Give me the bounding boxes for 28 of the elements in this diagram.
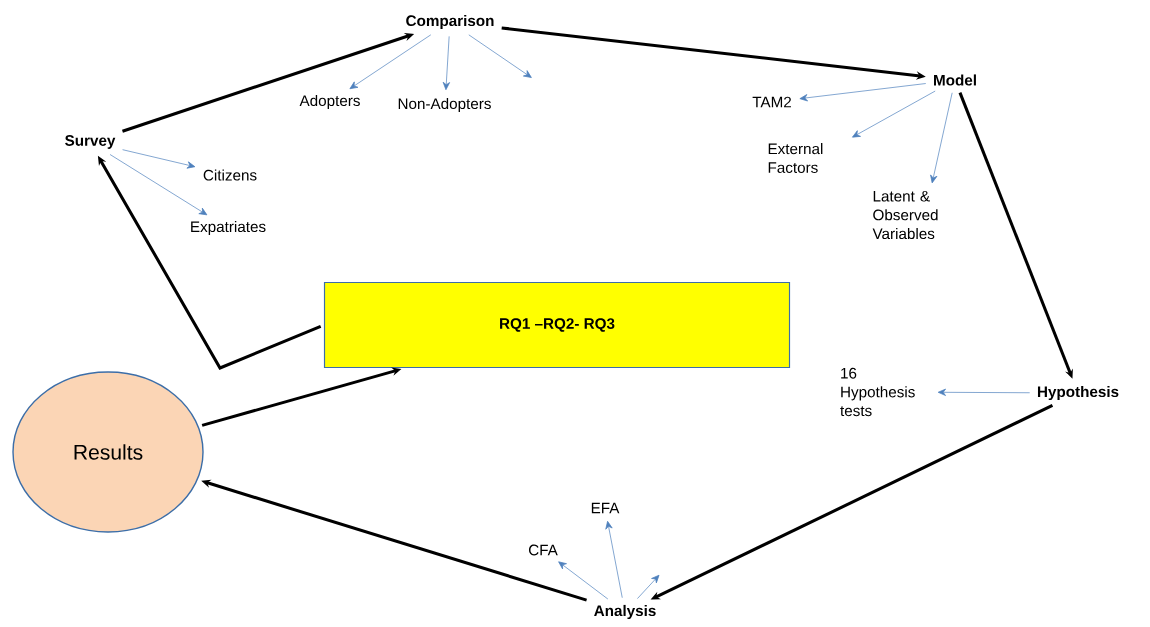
question-box: RQ1 –RQ2- RQ3	[323, 281, 791, 369]
item-label: Expatriates	[191, 220, 266, 236]
arrow	[637, 574, 660, 599]
step-label: Hypothesis	[1038, 385, 1119, 401]
item-label: Citizens	[203, 169, 257, 181]
arrow	[937, 388, 1031, 396]
item-label: CFA	[528, 544, 558, 556]
arrow	[558, 561, 609, 600]
item-label: Adopters	[299, 94, 360, 110]
step-label: Model	[934, 74, 976, 86]
arrow	[349, 34, 432, 90]
arrow	[605, 520, 623, 599]
item-label: EFA	[591, 502, 620, 514]
item-label: TAM2	[752, 96, 791, 108]
item-label: Non-Adopters	[398, 97, 491, 113]
arrow	[799, 83, 927, 102]
arrow	[930, 92, 953, 184]
arrow	[109, 154, 208, 216]
item-label: 16 Hypothesis tests	[840, 367, 915, 417]
step-label: Analysis	[594, 604, 656, 620]
arrow	[468, 34, 532, 78]
arrow	[442, 36, 450, 91]
step-label: Comparison	[406, 14, 494, 30]
item-label: Latent & Observed Variables	[872, 190, 938, 240]
arrow	[852, 90, 936, 138]
item-label: External Factors	[768, 143, 823, 173]
arrow	[122, 149, 196, 169]
step-label: Survey	[65, 135, 116, 149]
